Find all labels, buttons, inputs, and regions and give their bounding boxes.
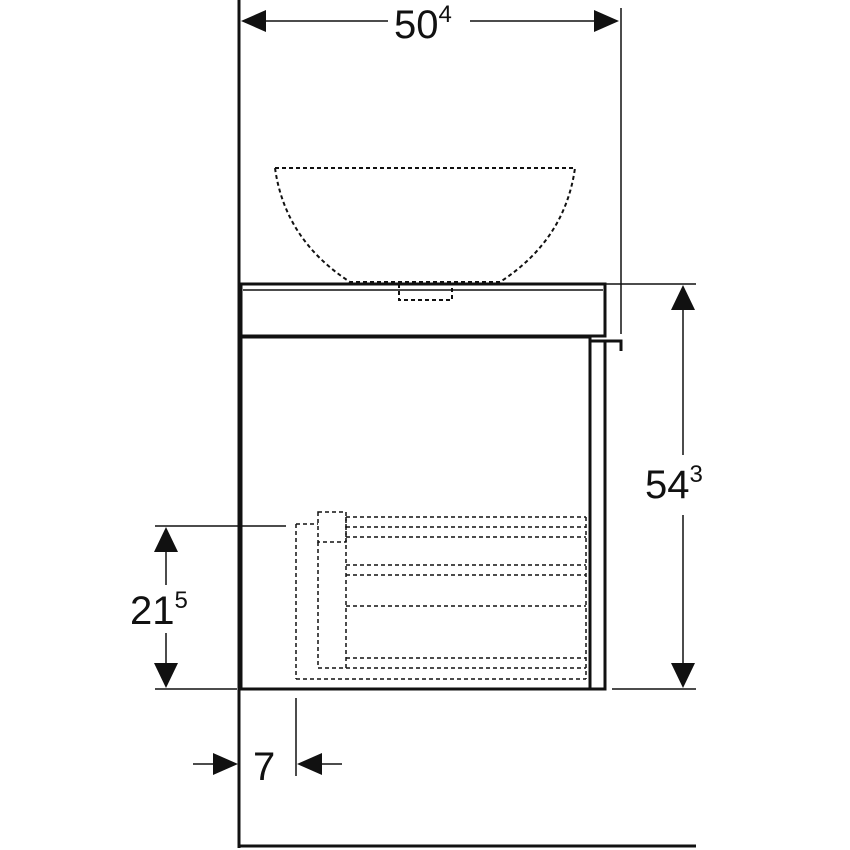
drawer-outline: [295, 511, 587, 680]
dimension-drawer-height: 215: [130, 525, 286, 690]
dimension-width-top: 504: [241, 1, 622, 334]
dimension-offset-bottom: 7: [193, 698, 342, 789]
drawer-height-label: 215: [130, 587, 188, 633]
arrowhead-down-icon: [671, 663, 695, 688]
arrowhead-up-icon: [671, 285, 695, 310]
arrowhead-right-icon: [594, 10, 619, 32]
offset-bottom-label: 7: [253, 745, 275, 789]
arrowhead-left-icon: [241, 10, 266, 32]
dimension-height-right: 543: [606, 283, 703, 690]
arrowhead-up-icon: [154, 527, 178, 552]
arrowhead-left-icon: [297, 753, 322, 775]
countertop: [239, 282, 607, 338]
wall-and-floor: [237, 0, 696, 848]
height-right-label: 543: [645, 461, 703, 507]
vessel-basin: [273, 167, 577, 301]
cabinet-body: [239, 335, 623, 691]
arrowhead-down-icon: [154, 663, 178, 688]
arrowhead-right-icon: [213, 753, 238, 775]
width-top-label: 504: [394, 1, 452, 47]
